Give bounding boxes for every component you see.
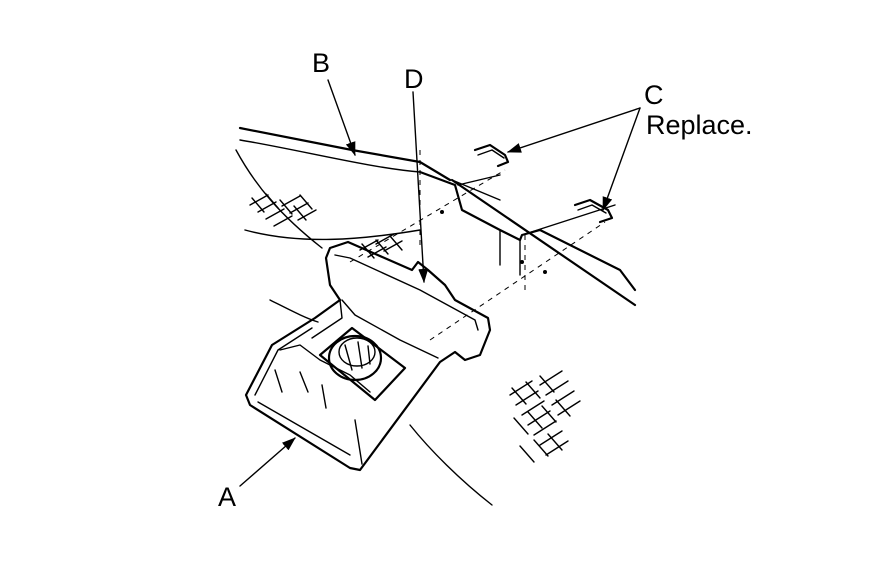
push-fastener [318,326,407,402]
leader-arrow-c-right [602,107,641,211]
leader-arrow-a [239,437,296,487]
leader-arrow-b [327,79,356,156]
carpet-texture-lower [509,370,581,463]
carpet-texture-upper [249,193,403,259]
callout-c: C [644,80,664,110]
callout-a: A [218,482,236,512]
callout-b: B [312,48,330,78]
upper-trim-panel [235,126,637,323]
clip-bracket [244,240,492,472]
retaining-clip-right [573,198,614,224]
retaining-clip-left [473,143,510,168]
floor-edge [409,424,493,506]
mounting-rail [418,170,637,292]
callout-d: D [404,64,424,94]
leader-arrow-d [412,91,429,283]
leader-arrow-c-left [507,107,641,153]
callout-c-note: Replace. [646,110,753,140]
alignment-guides [349,150,606,341]
